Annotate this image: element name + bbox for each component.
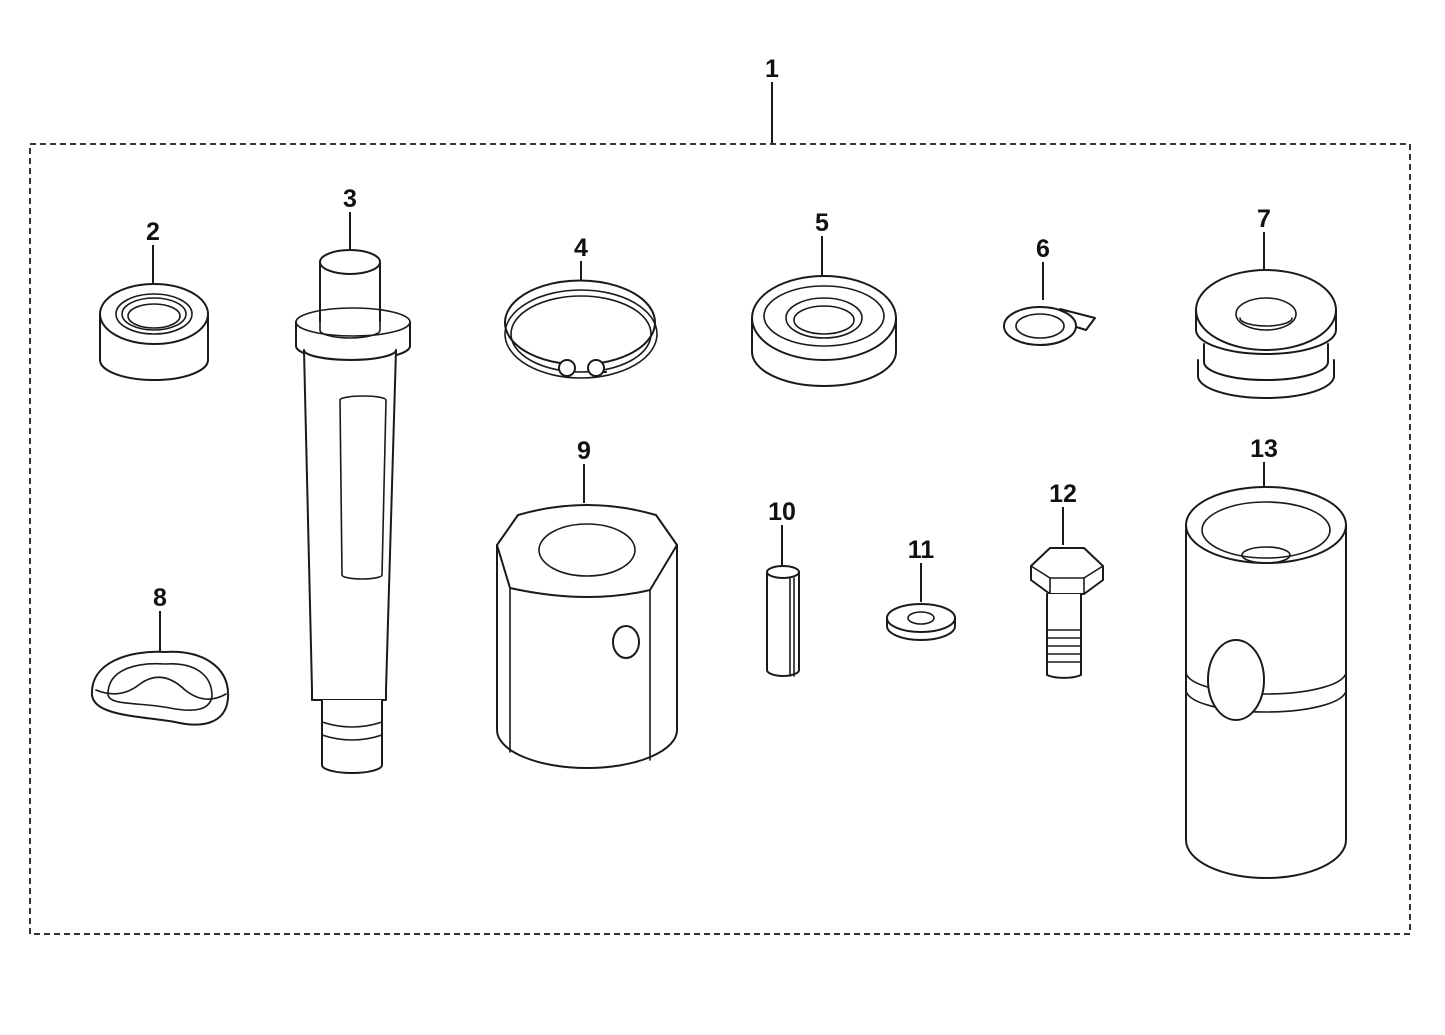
callout-4: 4 bbox=[574, 234, 588, 262]
kit-callout-label[interactable]: 1 bbox=[765, 55, 779, 83]
part-6-lock-washer[interactable]: 6 bbox=[1003, 235, 1096, 346]
callout-7: 7 bbox=[1257, 205, 1271, 233]
part-10-spring-pin[interactable]: 10 bbox=[766, 498, 800, 677]
callout-2: 2 bbox=[146, 218, 160, 246]
callout-9: 9 bbox=[577, 437, 591, 465]
part-8-wave-washer[interactable]: 8 bbox=[90, 584, 230, 726]
part-12-hex-bolt[interactable]: 12 bbox=[1030, 480, 1104, 679]
part-7-bushing[interactable]: 7 bbox=[1195, 205, 1337, 399]
part-3-shaft[interactable]: 3 bbox=[295, 185, 411, 774]
callout-12: 12 bbox=[1049, 480, 1077, 508]
callout-8: 8 bbox=[153, 584, 167, 612]
part-5-bearing[interactable]: 5 bbox=[751, 209, 897, 387]
kit-group: 1 bbox=[29, 55, 1411, 935]
callout-3: 3 bbox=[343, 185, 357, 213]
kit-boundary bbox=[29, 143, 1411, 935]
part-11-washer[interactable]: 11 bbox=[886, 536, 956, 641]
callout-5: 5 bbox=[815, 209, 829, 237]
callout-13: 13 bbox=[1250, 435, 1278, 463]
part-9-hex-block[interactable]: 9 bbox=[496, 437, 678, 769]
callout-11: 11 bbox=[908, 536, 935, 564]
part-2-bearing[interactable]: 2 bbox=[99, 218, 209, 381]
part-13-sleeve[interactable]: 13 bbox=[1185, 435, 1347, 879]
part-4-circlip[interactable]: 4 bbox=[504, 234, 658, 379]
callout-6: 6 bbox=[1036, 235, 1050, 263]
callout-10: 10 bbox=[768, 498, 796, 526]
